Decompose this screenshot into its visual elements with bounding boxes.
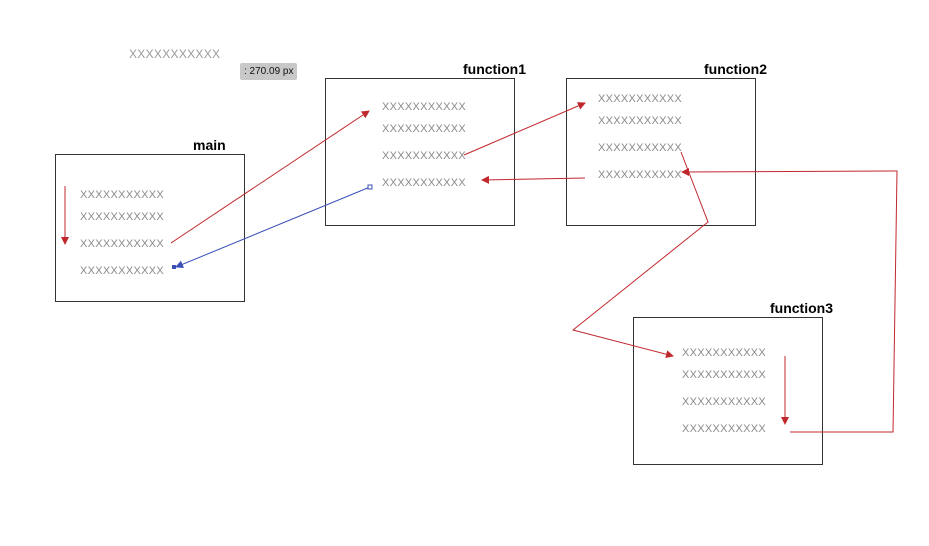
function3-to-function2-return-arrow: [681, 167, 898, 433]
function3-line-3: XXXXXXXXXXX: [682, 396, 767, 408]
main-to-function1-arrow: [170, 110, 370, 244]
function2-title: function2: [704, 61, 767, 77]
measure-tooltip: : 270.09 px: [240, 63, 297, 80]
function1-to-function2-arrow: [463, 102, 586, 156]
function1-title: function1: [463, 61, 526, 77]
function2-line-1: XXXXXXXXXXX: [598, 93, 683, 105]
stray-label: XXXXXXXXXXX: [129, 47, 221, 61]
function2-to-function3-arrow: [571, 151, 709, 359]
main-title: main: [193, 137, 226, 153]
function1-to-main-return-arrow[interactable]: [175, 186, 371, 269]
main-line-1: XXXXXXXXXXX: [80, 189, 165, 201]
function3-box[interactable]: [633, 317, 823, 465]
function3-line-4: XXXXXXXXXXX: [682, 423, 767, 435]
function2-line-2: XXXXXXXXXXX: [598, 115, 683, 127]
main-line-4: XXXXXXXXXXX: [80, 265, 165, 277]
function1-line-3: XXXXXXXXXXX: [382, 150, 467, 162]
function3-title: function3: [770, 300, 833, 316]
main-line-2: XXXXXXXXXXX: [80, 211, 165, 223]
connector-handle-start[interactable]: [367, 184, 373, 190]
function1-box[interactable]: [325, 78, 515, 226]
main-box[interactable]: [55, 154, 245, 302]
function1-line-1: XXXXXXXXXXX: [382, 101, 467, 113]
function2-line-3: XXXXXXXXXXX: [598, 142, 683, 154]
function1-line-4: XXXXXXXXXXX: [382, 177, 467, 189]
main-line-3: XXXXXXXXXXX: [80, 238, 165, 250]
function2-line-4: XXXXXXXXXXX: [598, 169, 683, 181]
function3-line-2: XXXXXXXXXXX: [682, 369, 767, 381]
function1-line-2: XXXXXXXXXXX: [382, 123, 467, 135]
function3-line-1: XXXXXXXXXXX: [682, 347, 767, 359]
connector-handle-end[interactable]: [172, 265, 176, 269]
function2-box[interactable]: [566, 78, 756, 226]
function2-to-function1-return-arrow: [481, 175, 586, 184]
